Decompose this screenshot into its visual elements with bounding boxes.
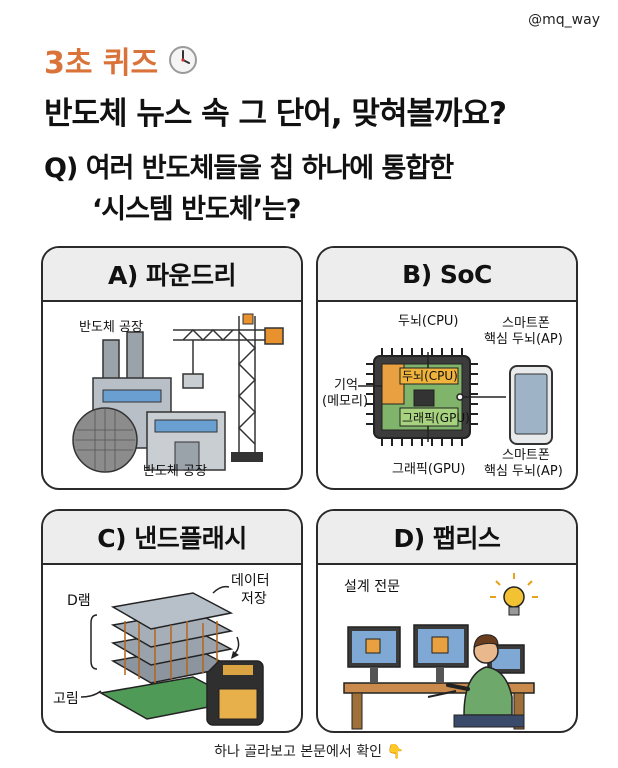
dram-label: D램 — [67, 593, 91, 609]
headline: 반도체 뉴스 속 그 단어, 맞혀볼까요? — [44, 96, 507, 132]
memory-label-1: 기억 — [334, 378, 358, 393]
ap-label-bottom-1: 스마트폰 — [502, 448, 550, 463]
factory-icon — [72, 331, 226, 473]
design-label: 설계 전문 — [344, 579, 400, 595]
option-c-title: C) 낸드플래시 — [43, 511, 301, 565]
question-line-1: Q) 여러 반도체들을 칩 하나에 통합한 — [44, 153, 454, 184]
crane-icon — [173, 313, 284, 462]
data-label-1: 데이터 — [231, 573, 270, 589]
gpu-label-bottom: 그래픽(GPU) — [392, 462, 466, 477]
question-line-2: ‘시스템 반도체’는? — [92, 194, 301, 225]
designer-icon — [343, 624, 535, 730]
quiz-label-text: 3초 퀴즈 — [44, 46, 159, 81]
footer-hint: 하나 골라보고 본문에서 확인 👇 — [0, 741, 618, 761]
data-label-2: 저장 — [241, 591, 267, 607]
smartphone-icon — [509, 365, 553, 445]
memory-stack-icon — [80, 585, 242, 720]
option-a-illustration: 반도체 공장 반도체 공장 — [43, 302, 301, 488]
option-card-c[interactable]: C) 낸드플래시 D램 데이터 저장 고림 — [41, 509, 303, 733]
option-card-a[interactable]: A) 파운드리 — [41, 246, 303, 490]
footer-text: 하나 골라보고 본문에서 확인 — [214, 744, 383, 760]
clock-icon — [169, 46, 198, 74]
factory-label-bottom: 반도체 공장 — [143, 464, 207, 479]
option-c-illustration: D램 데이터 저장 고림 — [43, 565, 301, 731]
option-a-title: A) 파운드리 — [43, 248, 301, 302]
quiz-label: 3초 퀴즈 — [44, 38, 198, 82]
account-handle: @mq_way — [528, 12, 600, 28]
pointing-down-icon: 👇 — [386, 744, 404, 760]
option-card-b[interactable]: B) SoC 두뇌(CPU) 두뇌(CPU) 기 — [316, 246, 578, 490]
option-d-illustration: 설계 전문 — [318, 565, 576, 731]
ap-label-bottom-2: 핵심 두뇌(AP) — [484, 464, 563, 479]
option-card-d[interactable]: D) 팹리스 — [316, 509, 578, 733]
gpu-label-chip: 그래픽(GPU) — [402, 411, 470, 425]
cpu-label-chip: 두뇌(CPU) — [402, 369, 458, 383]
sd-card-icon — [206, 660, 264, 726]
memory-label-2: (메모리) — [322, 394, 369, 409]
ap-label-top-2: 핵심 두뇌(AP) — [484, 332, 563, 347]
option-d-title: D) 팹리스 — [318, 511, 576, 565]
cpu-label-top: 두뇌(CPU) — [398, 314, 459, 329]
ap-label-top-1: 스마트폰 — [502, 316, 550, 331]
option-b-title: B) SoC — [318, 248, 576, 302]
lightbulb-icon — [490, 573, 538, 616]
factory-label-top: 반도체 공장 — [79, 320, 143, 335]
question: Q) 여러 반도체들을 칩 하나에 통합한 ‘시스템 반도체’는? — [44, 148, 454, 230]
substrate-label: 고림 — [53, 691, 79, 707]
chip-icon — [358, 348, 506, 446]
option-b-illustration: 두뇌(CPU) 두뇌(CPU) 기억 (메모리) 그래픽(GPU) 그래픽(GP… — [318, 302, 576, 488]
